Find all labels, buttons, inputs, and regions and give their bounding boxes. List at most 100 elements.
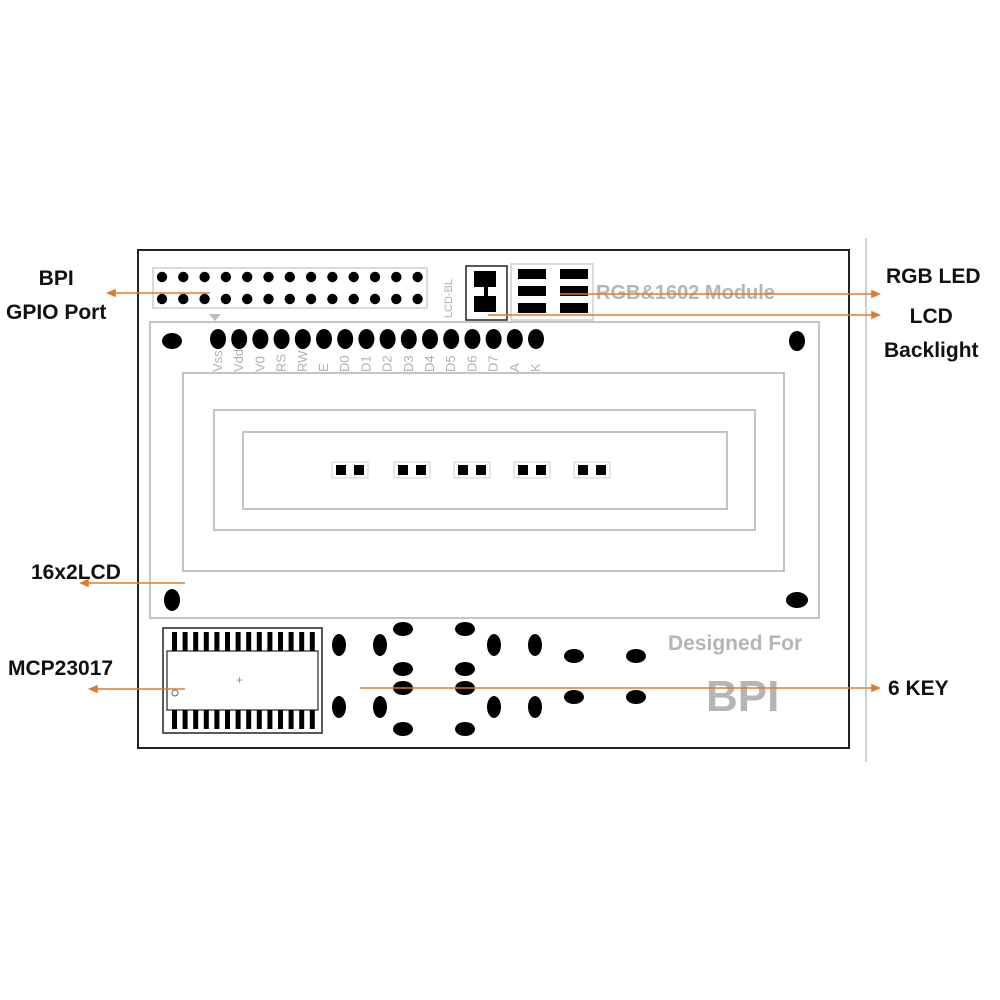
lcd-pin-pad (379, 329, 396, 349)
mcp-pin (309, 632, 315, 651)
gpio-header-pins (156, 271, 423, 305)
smd-pad (458, 465, 468, 475)
gpio-pin (412, 271, 423, 283)
smd-pad (596, 465, 606, 475)
mcp-pin (246, 710, 252, 729)
gpio-pin (284, 293, 295, 305)
mcp-pin (225, 710, 230, 729)
arrow-lcd (78, 578, 89, 588)
gpio-pin (327, 271, 338, 283)
lcd-pin-pad (273, 329, 290, 349)
lcd-pin-pad (485, 329, 502, 349)
callout-lcd: 16x2LCD (31, 556, 121, 590)
callout-gpio-line2: GPIO Port (6, 301, 107, 324)
smd-pad (416, 465, 426, 475)
smd-pad (398, 465, 408, 475)
pin1-marker (209, 314, 221, 321)
lcd-pin-label: RW (295, 350, 310, 372)
callout-rgb-led-text: RGB LED (886, 265, 981, 288)
gpio-pin (348, 271, 359, 283)
mcp-pin (299, 710, 305, 729)
smd-outline (453, 461, 491, 479)
callout-keys-text: 6 KEY (888, 677, 949, 700)
lcd-pin-label: D7 (486, 355, 501, 372)
mcp-pin (246, 632, 252, 651)
smd-outline (573, 461, 611, 479)
lcd-pin-label: D2 (380, 355, 395, 372)
smd-outline (331, 461, 369, 479)
lcd-pin-pad (443, 329, 460, 349)
mcp-pin (309, 710, 315, 729)
backlight-jumper-outline (465, 265, 508, 321)
mcp-pin (299, 632, 305, 651)
mcp-pin (267, 710, 273, 729)
mcp-pin (278, 632, 283, 651)
smd-outline (513, 461, 551, 479)
gpio-pin (305, 271, 317, 283)
mcp-pin (193, 710, 199, 729)
lcd-pin-label: V0 (252, 356, 267, 372)
mcp-pin (288, 710, 294, 729)
gpio-pin (156, 271, 168, 283)
gpio-pin (178, 271, 189, 283)
smd-pad (518, 465, 528, 475)
gpio-pin (220, 271, 232, 283)
lcd-pin-pad (422, 329, 438, 349)
gpio-pin (199, 293, 210, 305)
gpio-pin (263, 271, 274, 283)
lcd-pin-pad (400, 329, 417, 349)
lcd-pin-pad (316, 329, 332, 349)
mcp-pin (256, 632, 262, 651)
callout-gpio-line1: BPI (38, 267, 74, 290)
gpio-pin (369, 271, 381, 283)
lcd-pin-pad (210, 329, 226, 349)
gpio-pin (284, 271, 295, 283)
lcd-pin-label: RS (274, 354, 289, 372)
lcd-pin-pads (209, 314, 544, 349)
lcd-pin-pad (337, 329, 354, 349)
designed-for-text: Designed For (668, 632, 802, 655)
mcp-pin (182, 710, 188, 729)
mcp-pin (214, 632, 220, 651)
mcp-pin (256, 710, 262, 729)
lcd-pin-pad (464, 329, 481, 349)
arrow-mcp (87, 684, 98, 694)
gpio-pin (369, 293, 381, 305)
mcp-pin (203, 632, 209, 651)
lcd-module-outline (149, 321, 820, 619)
lcd-pin-label: D3 (401, 355, 416, 372)
gpio-pin (391, 293, 402, 305)
mcp-body (166, 650, 319, 711)
gpio-pin (305, 293, 317, 305)
mcp-pin (225, 632, 230, 651)
mcp-pin (182, 632, 188, 651)
mcp-pin (278, 710, 283, 729)
key-pads (332, 622, 646, 736)
rgb-led-outline (510, 263, 594, 321)
mcp-pin (235, 632, 241, 651)
callout-gpio: BPI GPIO Port (6, 262, 106, 330)
mcp-pin1-marker (171, 689, 179, 697)
arrow-gpio (105, 288, 116, 298)
arrow-keys (871, 683, 882, 693)
gpio-pin (391, 271, 402, 283)
smd-pad (336, 465, 346, 475)
gpio-pin (156, 293, 168, 305)
lcd-pin-pad (358, 329, 375, 349)
mcp-pin (203, 710, 209, 729)
mcp-pin (235, 710, 241, 729)
gpio-pin (348, 293, 359, 305)
lcd-pin-label: D6 (464, 355, 479, 372)
callout-backlight: LCD Backlight (884, 300, 979, 368)
backlight-jumper-pad (474, 296, 496, 312)
mount-hole (162, 333, 182, 349)
leader-lines (78, 288, 882, 694)
mcp-pin (193, 632, 199, 651)
callout-backlight-line2: Backlight (884, 339, 979, 362)
gpio-header-outline (152, 267, 428, 309)
mcp-pin (172, 710, 177, 729)
lcd-screen-outline (182, 372, 785, 572)
mcp-pin (214, 710, 220, 729)
backlight-jumper-bar (484, 287, 488, 297)
